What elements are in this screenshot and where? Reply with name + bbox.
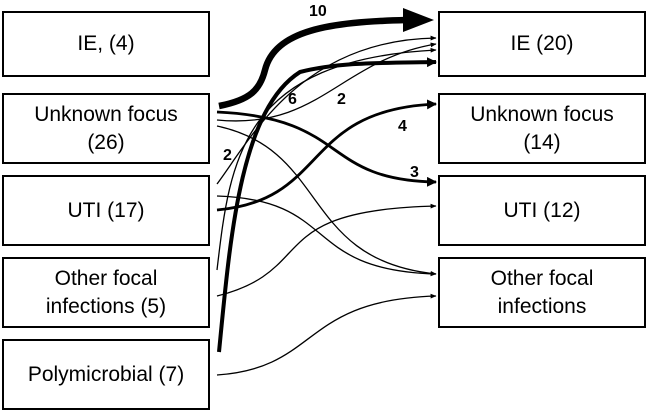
right-box-uti: UTI (12) [438,175,646,246]
left-box-polymicrobial-label: Polymicrobial (7) [27,362,185,386]
left-box-ie-label: IE, (4) [77,32,135,55]
flow-uti-to-ie [216,35,437,185]
left-box-uti-label: UTI (17) [67,198,145,222]
flow-label-polymicrobial-to-ie: 6 [288,91,297,108]
right-box-ie: IE (20) [438,11,646,77]
flow-label-uti-to-unknown: 4 [398,118,407,135]
right-box-uti-label: UTI (12) [503,198,581,222]
left-box-other-focal: Other focal infections (5) [2,257,210,328]
flow-unknown-to-ie [216,42,437,122]
left-box-unknown-focus-label: Unknown focus (26) [34,102,178,154]
flow-ie-to-ie-arrowhead [403,8,434,32]
flow-polymicrobial-to-ie [217,57,437,353]
flow-other-focal-to-ie [216,47,437,271]
flow-polymicrobial-to-other-focal [216,293,437,376]
right-box-other-focal: Other focal infections [438,257,646,328]
left-box-ie: IE, (4) [2,11,210,77]
flow-unknown-to-uti [216,110,437,187]
left-box-other-focal-label: Other focal infections (5) [45,266,167,318]
left-box-polymicrobial: Polymicrobial (7) [2,339,210,410]
right-box-unknown-focus: Unknown focus (14) [438,93,646,164]
flow-other-focal-to-uti [216,203,437,297]
flow-uti-to-other-focal [216,195,437,277]
flow-ie-to-ie [218,16,407,110]
right-box-ie-label: IE (20) [510,32,574,55]
flow-label-unknown-to-ie: 2 [337,91,346,108]
flow-uti-to-unknown [216,99,437,212]
flow-label-other-focal-to-ie: 2 [223,147,232,164]
flow-label-unknown-to-uti: 3 [410,164,419,181]
left-box-unknown-focus: Unknown focus (26) [2,93,210,164]
right-box-unknown-focus-label: Unknown focus (14) [470,102,614,154]
flow-label-ie-to-ie: 10 [309,3,327,20]
right-box-other-focal-label: Other focal infections [490,266,594,318]
left-box-uti: UTI (17) [2,175,210,246]
